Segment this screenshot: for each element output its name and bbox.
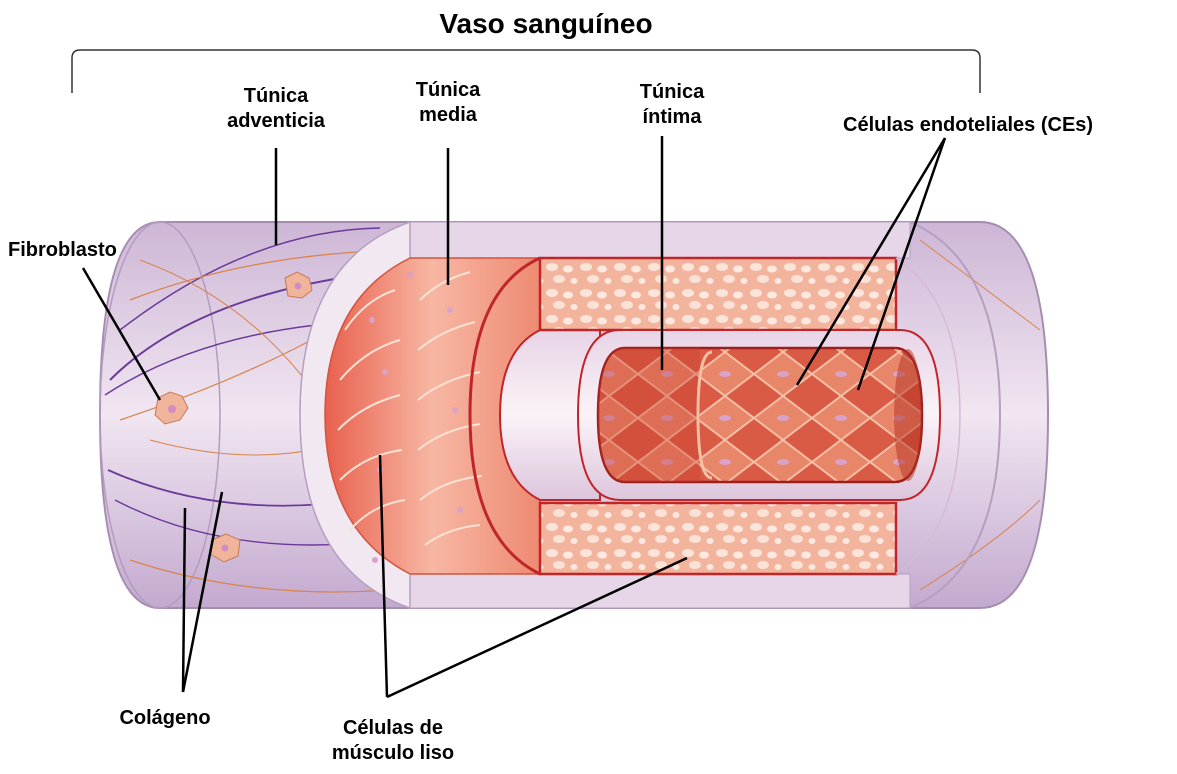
- media-wall-top: [540, 258, 896, 330]
- title-bracket: [72, 50, 980, 93]
- label-fibroblast: Fibroblasto: [8, 238, 148, 263]
- diagram-title: Vaso sanguíneo: [380, 8, 712, 40]
- label-tunica-media: Túnica media: [393, 78, 503, 128]
- media-wall-bottom: [540, 503, 896, 574]
- label-smooth-muscle-cells: Células de músculo liso: [316, 716, 470, 766]
- label-endothelial-cells: Células endoteliales (CEs): [843, 113, 1173, 138]
- label-collagen: Colágeno: [103, 706, 227, 731]
- label-tunica-adventitia: Túnica adventicia: [211, 84, 341, 134]
- label-tunica-intima: Túnica íntima: [617, 80, 727, 130]
